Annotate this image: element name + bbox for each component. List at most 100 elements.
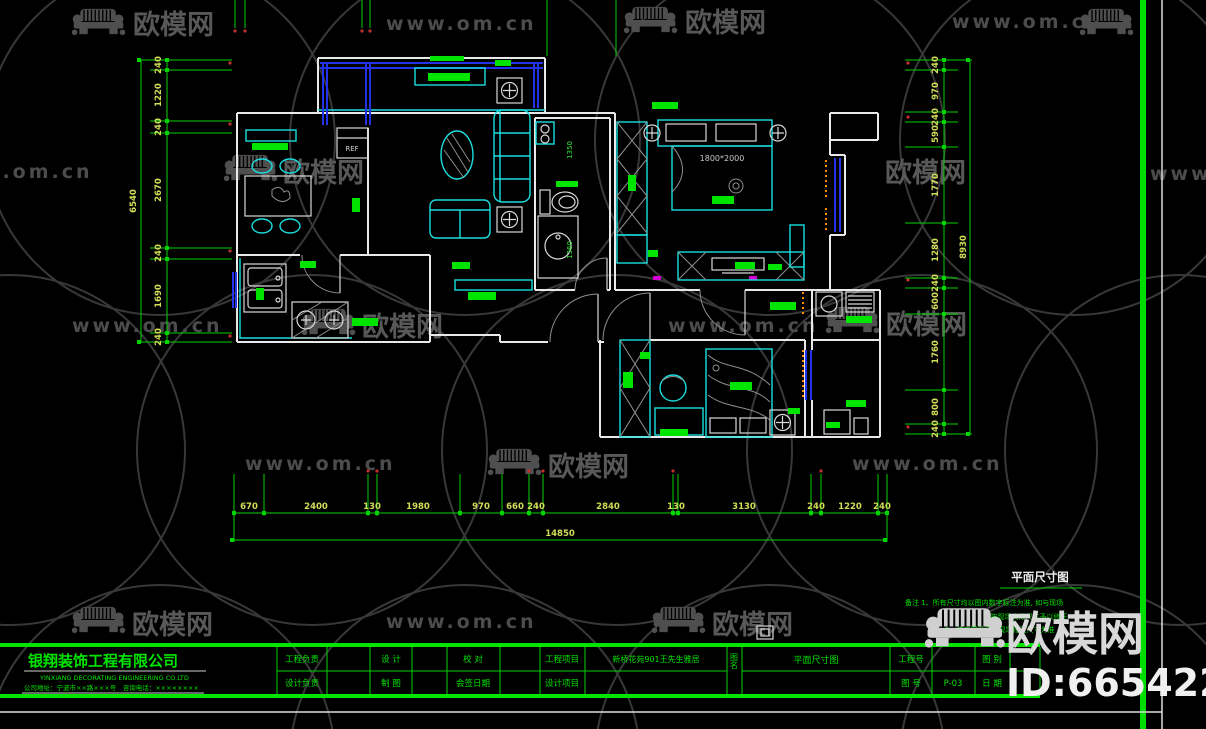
desk-chair [659, 374, 687, 402]
balcony-cabinet-2 [823, 409, 851, 435]
dim-value: 130 [667, 502, 685, 512]
cell-label: 日 期 [982, 679, 1002, 689]
watermark-url: www.om.cn [386, 13, 537, 35]
bed-master [671, 145, 773, 211]
sheet-borders [0, 0, 1163, 729]
cell-label: 设计负责 [285, 678, 320, 689]
dim-value: 240 [154, 328, 164, 346]
utility-balcony [815, 291, 875, 435]
dim-value: 1770 [931, 173, 941, 197]
cell-label: 校 对 [463, 654, 483, 665]
green-border-line [1140, 0, 1146, 729]
note-line: 有出入, 可按现场实际尺寸予以修正 [958, 612, 1067, 621]
dim-value: 800 [931, 398, 941, 416]
dimensions-bottom: 670 2400 130 1980 970 660 240 2840 130 3… [230, 474, 891, 542]
bed-2 [705, 348, 773, 438]
map-name: 平面尺寸图 [793, 654, 838, 666]
watermark-url: www.om.cn [852, 453, 1003, 475]
cell-label: 设 计 [381, 654, 401, 665]
dim-value: 240 [154, 244, 164, 262]
ceiling-lamp [769, 409, 796, 436]
company-name-en: YINXIANG DECORATING ENGINEERING CO.LTD [39, 674, 189, 682]
dim-value: 1220 [838, 502, 862, 512]
dim-total: 8930 [959, 235, 969, 259]
dim-value: 660 [506, 502, 524, 512]
cell-label: 图 号 [901, 679, 921, 689]
map-name-label: 图名 [730, 653, 739, 670]
cell-label: 会签日期 [456, 678, 490, 689]
dining-chairs [251, 158, 301, 234]
dim-value: 240 [527, 502, 545, 512]
louver [845, 291, 875, 313]
watermark-tiles: 欧模网 www.om.cn 欧模网 www.om.cn www.om.cn 欧模… [0, 6, 1206, 641]
dim-value: 240 [931, 274, 941, 292]
watermark-url: www.om.cn [1150, 163, 1206, 185]
dim-value: 240 [807, 502, 825, 512]
big-watermark: 欧模网 ID:665422 [923, 607, 1206, 705]
dim-value: 130 [363, 502, 381, 512]
dim-value: 240 [873, 502, 891, 512]
water-heater [535, 121, 555, 145]
living-room [429, 77, 533, 291]
dim-value: 2670 [154, 178, 164, 202]
master-bedroom: 1800*2000 [616, 119, 805, 281]
cell-label: 制 图 [381, 678, 401, 689]
dim-value: 240 [931, 56, 941, 74]
vanity [537, 215, 579, 279]
bath-dim: 1360 [566, 241, 574, 259]
dim-value: 970 [472, 502, 490, 512]
watermark-brand: 欧模网 [885, 158, 966, 189]
plan-title: 平面尺寸图 [1011, 570, 1069, 584]
window-dim-marks-orange [802, 160, 827, 398]
dim-value: 1980 [406, 502, 430, 512]
dimensions-left: 240 1220 240 2670 240 1690 240 6540 [129, 56, 232, 346]
shoe-cabinet [454, 279, 533, 291]
title-block: 银翔装饰工程有限公司 YINXIANG DECORATING ENGINEERI… [0, 643, 1041, 698]
cell-label: 工程项目 [545, 655, 579, 665]
cell-label: 图 别 [982, 655, 1002, 665]
dim-value: 240 [154, 118, 164, 136]
dining-cabinet [245, 129, 297, 142]
dim-ext-top [234, 0, 617, 56]
label-chips [252, 56, 872, 436]
ref-label: REF [345, 145, 358, 153]
balcony-cabinet [414, 67, 486, 86]
dim-value: 1280 [931, 238, 941, 262]
dimensions: 240 1220 240 2670 240 1690 240 6540 240 … [129, 0, 972, 542]
watermark-brand: 欧模网 [133, 10, 214, 41]
side-table-lamp [496, 77, 523, 104]
title-block-cells: 工程负责 设 计 校 对 工程项目 新桥花苑901王先生雅居 设计负责 制 图 … [285, 653, 1002, 689]
bed-size-label: 1800*2000 [700, 154, 745, 163]
watermark-url: www.om.cn [245, 453, 396, 475]
dim-value: 2400 [304, 502, 328, 512]
table-decor [271, 186, 291, 202]
bath-dim: 1350 [566, 141, 574, 159]
door-marker [749, 276, 757, 280]
watermark-url: www.om.cn [0, 161, 93, 183]
dim-total: 6540 [129, 189, 139, 213]
dim-value: 1760 [931, 340, 941, 364]
dim-total: 14850 [545, 529, 575, 539]
furniture: REF [239, 67, 875, 438]
watermark-url: www.om.cn [668, 315, 819, 337]
dim-value: 3130 [732, 502, 756, 512]
watermark-id: ID:665422 [1006, 661, 1206, 705]
kitchen [239, 258, 352, 339]
cell-label: 工程号 [898, 655, 924, 665]
watermark-brand-large: 欧模网 [1006, 607, 1144, 661]
tick-dots [228, 29, 910, 473]
note-line: 备注 1、所有尺寸均以图内数字标注为准, 如与现场 [905, 598, 1063, 607]
dim-value: 590 [931, 125, 941, 143]
watermark-brand: 欧模网 [712, 610, 793, 641]
watermark-url: www.om.cn [72, 315, 223, 337]
toilet [539, 189, 551, 215]
rug [440, 130, 474, 180]
figure-number: P-03 [944, 679, 963, 689]
company-address: 公司地址：宁波市××路×××号 咨询电话：×××××××× [24, 683, 199, 692]
doors [301, 254, 757, 343]
dim-value: 1690 [154, 284, 164, 308]
side-table-lamp [496, 206, 523, 233]
watermark-brand: 欧模网 [132, 610, 213, 641]
